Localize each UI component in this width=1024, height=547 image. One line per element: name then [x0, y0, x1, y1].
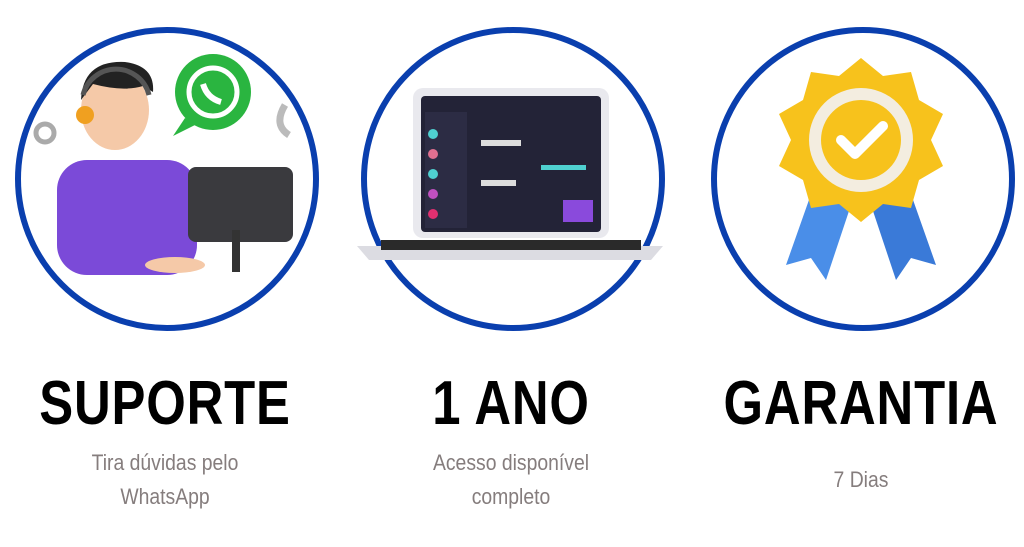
feature-access: 1 ANO Acesso disponível completo: [341, 0, 681, 547]
feature-subtitle-line: Tira dúvidas pelo: [91, 450, 239, 475]
feature-title: SUPORTE: [39, 369, 291, 438]
feature-subtitle-line: WhatsApp: [120, 484, 210, 509]
feature-circle: [15, 27, 319, 331]
feature-title: 1 ANO: [432, 369, 590, 438]
feature-subtitle-line: 7 Dias: [833, 467, 889, 492]
feature-circle: [711, 27, 1015, 331]
feature-support: SUPORTE Tira dúvidas pelo WhatsApp: [0, 0, 335, 547]
laptop-chat-icon: [357, 88, 663, 260]
feature-subtitle-line: completo: [471, 484, 551, 509]
feature-subtitle-line: Acesso disponível: [432, 450, 590, 475]
guarantee-badge-icon: [779, 58, 943, 280]
support-agent-whatsapp-icon: [33, 54, 293, 275]
feature-title: GARANTIA: [723, 369, 999, 438]
feature-circle: [361, 27, 665, 331]
feature-guarantee: GARANTIA 7 Dias: [691, 0, 1024, 547]
